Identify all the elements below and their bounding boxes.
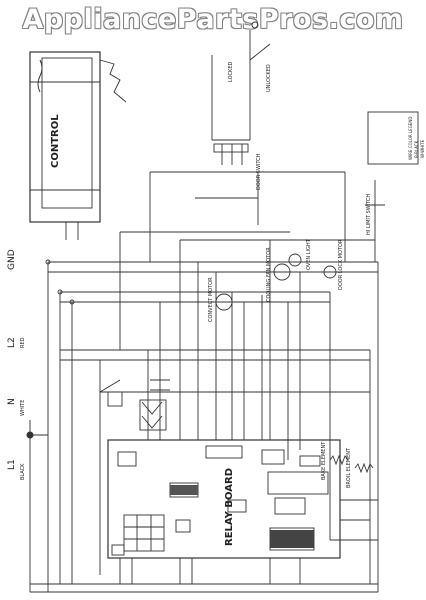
- locked-label: LOCKED: [228, 62, 234, 82]
- legend-line: W-WHITE: [420, 139, 425, 158]
- oven-light: [288, 253, 302, 267]
- legend-title: WIRE COLOR LEGEND: [408, 117, 413, 160]
- black-label: BLACK: [20, 463, 26, 480]
- limit-switch-label: HI LIMIT SWITCH: [366, 194, 372, 235]
- relay-board: [107, 439, 341, 559]
- watermark: AppliancePartsPros.com: [22, 4, 404, 35]
- broil-element-label: BROIL ELEMENT: [346, 447, 352, 488]
- convect-motor-label: CONVECT MOTOR: [208, 277, 214, 322]
- broil-element: [354, 462, 374, 474]
- white-label: WHITE: [20, 400, 26, 416]
- convect-motor: [215, 293, 233, 311]
- door-switch-label: DOOR SWITCH: [256, 153, 262, 190]
- legend-line: B-BLACK: [414, 140, 419, 158]
- wire-color-legend-box: [367, 111, 419, 165]
- n-label: N: [7, 398, 17, 405]
- gnd-label: GND: [7, 249, 17, 270]
- cooling-fan-motor-label: COOLING FAN MOTOR: [266, 247, 272, 302]
- red-label: RED: [20, 337, 26, 348]
- door-lock-motor: [323, 265, 337, 279]
- cooling-fan-motor: [273, 263, 291, 281]
- l2-label: L2: [7, 337, 17, 348]
- bake-element-label: BAKE ELEMENT: [321, 441, 327, 480]
- bake-element: [329, 454, 349, 466]
- unlocked-label: UNLOCKED: [266, 64, 272, 92]
- control-module: [29, 51, 101, 223]
- relay-board-label: RELAY BOARD: [224, 468, 235, 546]
- oven-light-label: OVEN LIGHT: [306, 238, 312, 270]
- door-lock-motor-label: DOOR LOCK MOTOR: [338, 239, 344, 290]
- black-terminal: [26, 431, 34, 439]
- control-label: CONTROL: [50, 114, 61, 168]
- l1-label: L1: [7, 459, 17, 470]
